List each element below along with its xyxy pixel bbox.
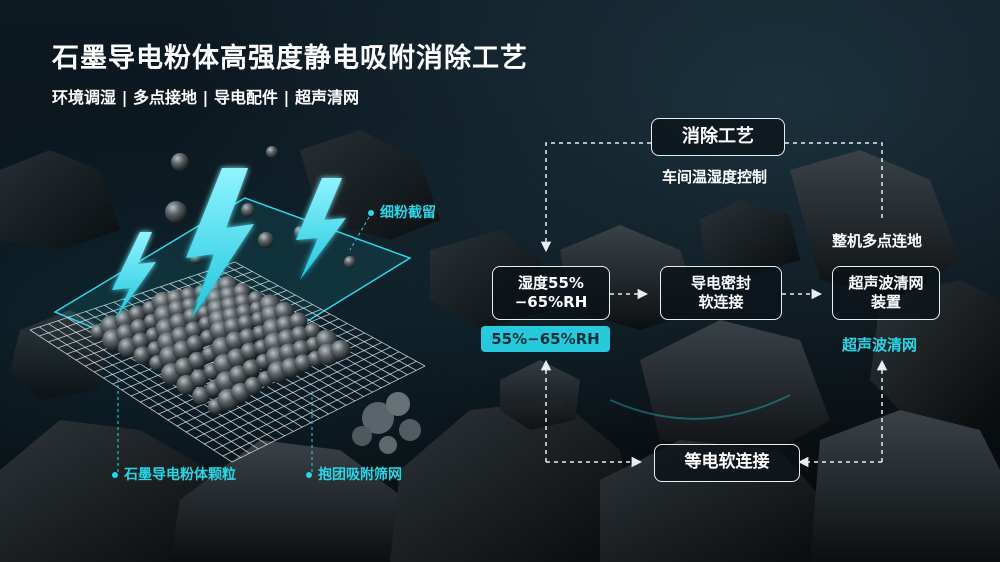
graphite-particle [128, 305, 147, 324]
bullet-dot-icon [306, 472, 312, 478]
coal-rock-background [0, 130, 1000, 562]
graphite-particle [238, 328, 257, 347]
mesh-line [195, 346, 391, 439]
page-subtitle: 环境调湿 | 多点接地 | 导电配件 | 超声清网 [52, 88, 359, 107]
box-equipotential: 等电软连接 [654, 444, 800, 482]
graphite-particle [131, 332, 150, 351]
graphite-particle [330, 340, 351, 360]
caption-workshop-control: 车间温湿度控制 [662, 168, 768, 186]
graphite-particle [184, 321, 203, 340]
box-ultrasonic: 超声波清网 装置 [832, 266, 940, 320]
graphite-particle [294, 354, 313, 373]
box-conductive-seal: 导电密封 软连接 [660, 266, 782, 320]
static-lightning-icon [112, 168, 346, 318]
dust-cloud [352, 392, 421, 454]
mesh-line [185, 341, 382, 433]
label-fine-powder: 细粉截留 [368, 202, 436, 222]
graphite-particle [304, 322, 321, 339]
graphite-particle [186, 334, 205, 353]
caption-ultrasonic: 超声波清网 [842, 336, 918, 354]
graphite-particle [190, 369, 209, 388]
humidity-badge: 55%−65%RH [481, 326, 610, 352]
graphite-particle [130, 318, 148, 337]
box-humidity: 湿度55% −65%RH [492, 266, 610, 320]
bullet-dot-icon [112, 472, 118, 478]
flow-connectors [540, 142, 888, 468]
bullet-dot-icon [368, 210, 374, 216]
graphite-particle [244, 376, 263, 395]
graphite-particle [192, 386, 211, 405]
label-clump: 抱团吸附筛网 [306, 464, 402, 484]
graphite-particle [183, 307, 201, 326]
mesh-line [216, 267, 408, 376]
graphite-particles [90, 276, 351, 415]
illustration-leaders [117, 211, 373, 472]
graphite-particle [240, 342, 259, 361]
mesh-line [204, 351, 400, 445]
mesh-line [222, 360, 417, 457]
graphite-particle [289, 312, 308, 331]
graphite-particle [292, 340, 311, 358]
label-multipoint-ground: 整机多点连地 [832, 232, 923, 250]
graphite-particle [242, 359, 261, 378]
mesh-line [231, 365, 426, 463]
graphite-particle [237, 314, 256, 333]
mesh-line [225, 264, 417, 371]
mesh-line [213, 356, 408, 451]
glow-arc [609, 394, 791, 420]
mesh-line [234, 261, 426, 367]
graphite-particle [188, 351, 207, 370]
graphite-particle [290, 326, 309, 344]
graphite-particle [133, 346, 152, 365]
page-title: 石墨导电粉体高强度静电吸附消除工艺 [52, 43, 528, 74]
label-particles: 石墨导电粉体颗粒 [112, 464, 236, 484]
box-elimination-process: 消除工艺 [651, 118, 785, 156]
